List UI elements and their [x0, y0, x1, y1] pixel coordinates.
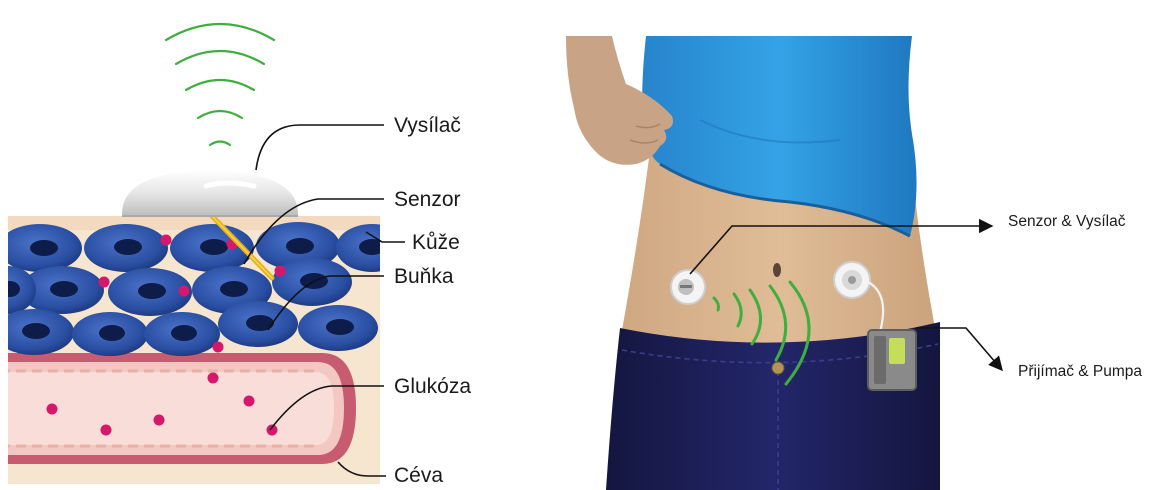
- glucose-dot: [154, 415, 165, 426]
- label-skin: Kůže: [412, 231, 460, 254]
- right-labels: Senzor & Vysílač Přijímač & Pumpa: [1008, 213, 1142, 380]
- glucose-dot: [47, 404, 58, 415]
- label-receiver-pump: Přijímač & Pumpa: [1018, 363, 1142, 380]
- label-transmitter: Vysílač: [394, 114, 461, 137]
- glucose-dot: [99, 277, 110, 288]
- belly-button: [773, 263, 781, 277]
- torso-illustration: [566, 36, 940, 490]
- cell: [298, 305, 378, 351]
- label-cell: Buňka: [394, 265, 454, 288]
- glucose-dot: [213, 342, 224, 353]
- glucose-dot: [101, 425, 112, 436]
- belly-sensor-left: [671, 270, 705, 304]
- cell: [72, 312, 148, 356]
- cell: [144, 312, 220, 356]
- jeans-button: [772, 362, 784, 374]
- glucose-dot: [161, 235, 172, 246]
- label-sensor: Senzor: [394, 188, 461, 211]
- label-glucose: Glukóza: [394, 375, 471, 398]
- transmitter-device: [122, 170, 298, 216]
- glucose-dot: [244, 396, 255, 407]
- label-sensor-transmitter: Senzor & Vysílač: [1008, 213, 1126, 230]
- receiver-pump-device: [868, 330, 916, 390]
- cell: [84, 224, 168, 272]
- wireless-signal-icon: [166, 24, 274, 145]
- left-labels: Vysílač Senzor Kůže Buňka Glukóza Céva: [394, 114, 471, 487]
- cell: [0, 224, 82, 272]
- glucose-dot: [179, 286, 190, 297]
- glucose-dot: [275, 266, 286, 277]
- cell: [218, 301, 298, 347]
- tissue-cross-section: [0, 24, 408, 484]
- glucose-dot: [208, 373, 219, 384]
- belly-sensor-right: [834, 262, 870, 298]
- cell-layer: [0, 222, 408, 356]
- label-vessel: Céva: [394, 464, 443, 487]
